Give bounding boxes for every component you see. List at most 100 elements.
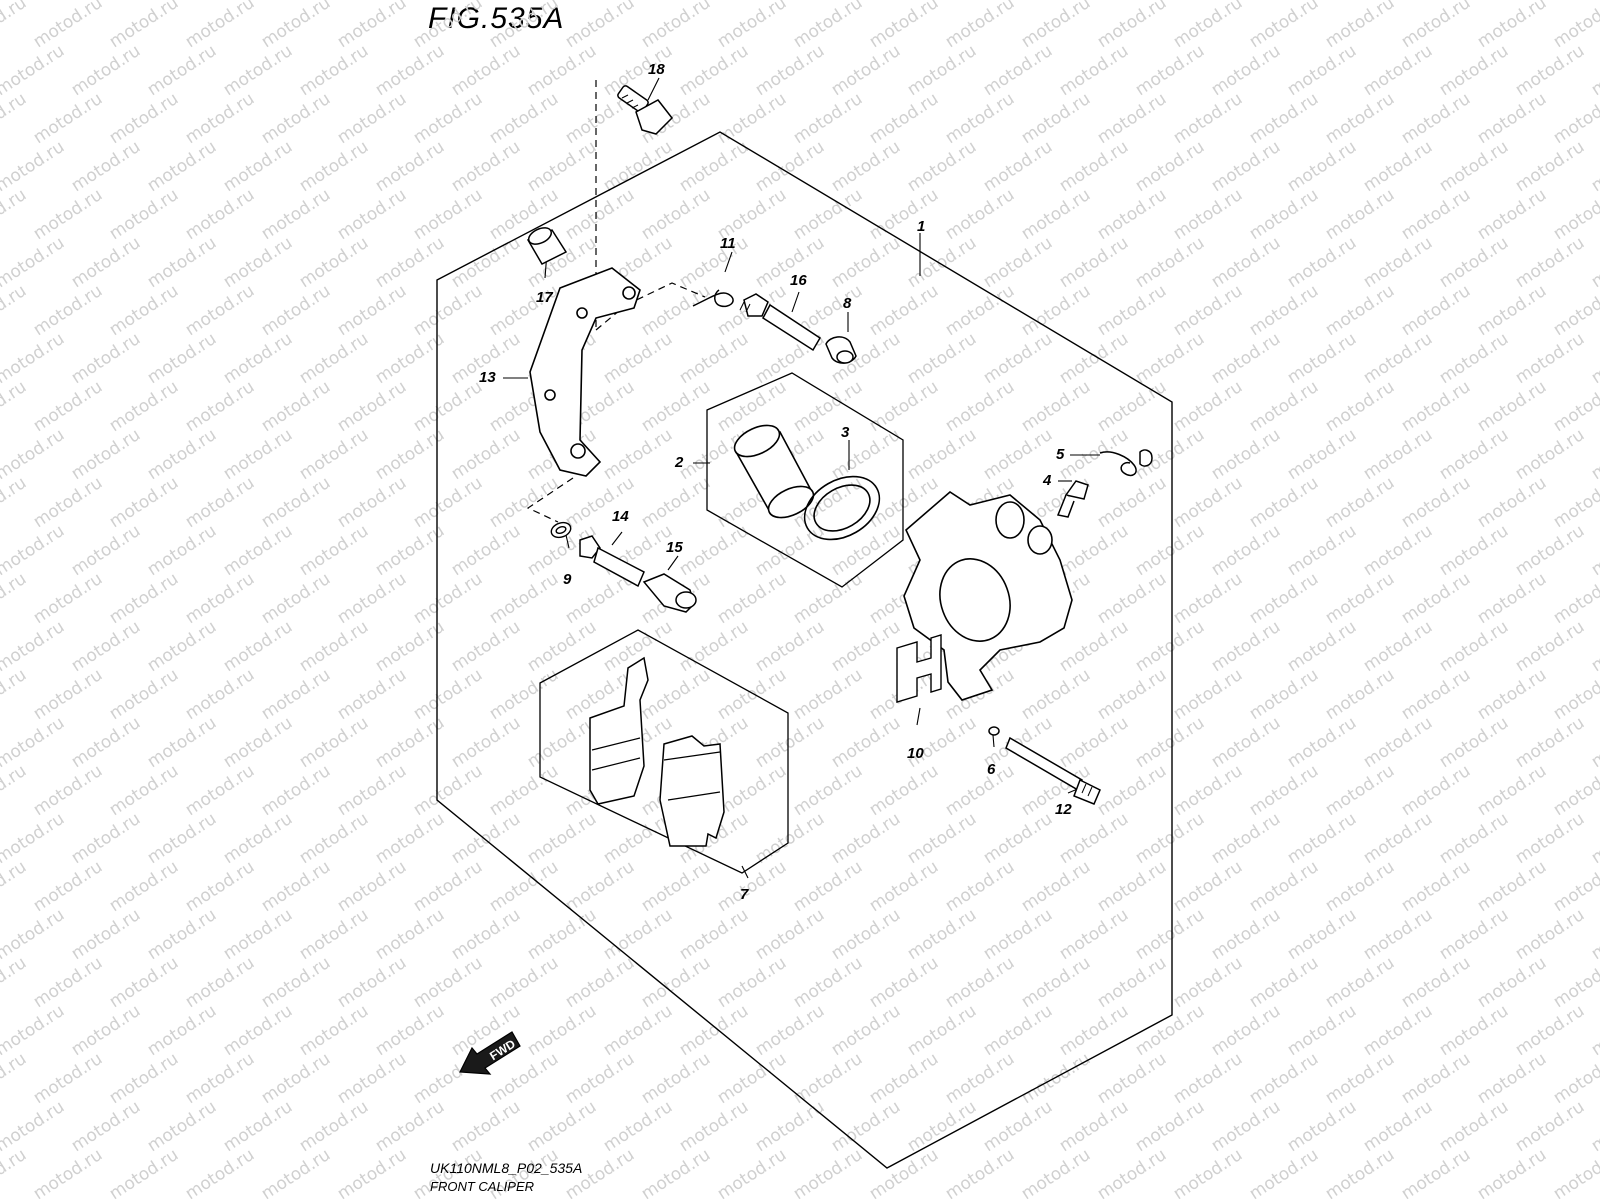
watermark-text: motod.ru: [1132, 713, 1208, 772]
watermark-text: motod.ru: [1018, 185, 1094, 244]
watermark-text: motod.ru: [980, 233, 1056, 292]
watermark-text: motod.ru: [1322, 89, 1398, 148]
watermark-text: motod.ru: [182, 761, 258, 820]
watermark-text: motod.ru: [1322, 0, 1398, 52]
watermark-text: motod.ru: [1170, 953, 1246, 1012]
figure-caption: FRONT CALIPER: [430, 1179, 535, 1194]
watermark-text: motod.ru: [410, 89, 486, 148]
watermark-text: motod.ru: [1056, 329, 1132, 388]
watermark-text: motod.ru: [1208, 1097, 1284, 1156]
watermark-text: motod.ru: [334, 1145, 410, 1200]
watermark-text: motod.ru: [1018, 89, 1094, 148]
watermark-text: motod.ru: [220, 617, 296, 676]
watermark-text: motod.ru: [410, 857, 486, 916]
watermark-text: motod.ru: [904, 1097, 980, 1156]
watermark-text: motod.ru: [1208, 1001, 1284, 1060]
caliper-bracket-drawing: [529, 267, 641, 477]
watermark-text: motod.ru: [1170, 665, 1246, 724]
callout-8: 8: [843, 295, 852, 312]
watermark-text: motod.ru: [334, 185, 410, 244]
watermark-text: motod.ru: [1436, 233, 1512, 292]
watermark-text: motod.ru: [144, 1097, 220, 1156]
callout-16: 16: [790, 272, 807, 289]
watermark-text: motod.ru: [1360, 809, 1436, 868]
watermark-text: motod.ru: [1170, 185, 1246, 244]
watermark-text: motod.ru: [182, 665, 258, 724]
slide-pin-drawing: [739, 293, 822, 352]
watermark-text: motod.ru: [1322, 953, 1398, 1012]
watermark-text: motod.ru: [486, 569, 562, 628]
watermark-text: motod.ru: [296, 521, 372, 580]
watermark-text: motod.ru: [220, 809, 296, 868]
watermark-text: motod.ru: [1398, 665, 1474, 724]
watermark-text: motod.ru: [1094, 185, 1170, 244]
watermark-text: motod.ru: [486, 0, 562, 52]
watermark-text: motod.ru: [220, 713, 296, 772]
watermark-text: motod.ru: [752, 1097, 828, 1156]
watermark-text: motod.ru: [1398, 953, 1474, 1012]
watermark-text: motod.ru: [1360, 425, 1436, 484]
watermark-text: motod.ru: [106, 761, 182, 820]
watermark-text: motod.ru: [30, 1145, 106, 1200]
watermark-text: motod.ru: [1208, 617, 1284, 676]
callout-13: 13: [479, 369, 496, 386]
watermark-text: motod.ru: [904, 905, 980, 964]
watermark-text: motod.ru: [1208, 809, 1284, 868]
watermark-text: motod.ru: [334, 377, 410, 436]
watermark-text: motod.ru: [182, 1049, 258, 1108]
watermark-text: motod.ru: [258, 569, 334, 628]
watermark-text: motod.ru: [182, 953, 258, 1012]
watermark-text: motod.ru: [980, 137, 1056, 196]
watermark-text: motod.ru: [1284, 137, 1360, 196]
watermark-text: motod.ru: [334, 761, 410, 820]
watermark-text: motod.ru: [144, 713, 220, 772]
watermark-text: motod.ru: [600, 905, 676, 964]
callout-12: 12: [1055, 801, 1072, 818]
watermark-text: motod.ru: [600, 137, 676, 196]
watermark-text: motod.ru: [676, 617, 752, 676]
watermark-text: motod.ru: [1436, 809, 1512, 868]
watermark-text: motod.ru: [1170, 569, 1246, 628]
watermark-text: motod.ru: [1436, 329, 1512, 388]
watermark-text: motod.ru: [1284, 329, 1360, 388]
watermark-text: motod.ru: [1512, 809, 1588, 868]
watermark-text: motod.ru: [1360, 41, 1436, 100]
watermark-text: motod.ru: [714, 953, 790, 1012]
watermark-text: motod.ru: [30, 569, 106, 628]
watermark-text: motod.ru: [1208, 233, 1284, 292]
watermark-text: motod.ru: [68, 617, 144, 676]
watermark-text: motod.ru: [410, 569, 486, 628]
watermark-text: motod.ru: [448, 425, 524, 484]
collar-drawing: [526, 227, 568, 265]
watermark-text: motod.ru: [1246, 857, 1322, 916]
watermark-text: motod.ru: [182, 185, 258, 244]
watermark-text: motod.ru: [1398, 377, 1474, 436]
watermark-text: motod.ru: [258, 377, 334, 436]
watermark-text: motod.ru: [372, 905, 448, 964]
watermark-text: motod.ru: [1018, 1049, 1094, 1108]
watermark-text: motod.ru: [296, 329, 372, 388]
watermark-text: motod.ru: [258, 665, 334, 724]
callout-6: 6: [987, 761, 996, 778]
watermark-text: motod.ru: [676, 1097, 752, 1156]
watermark-text: motod.ru: [1056, 1001, 1132, 1060]
watermark-text: motod.ru: [600, 1097, 676, 1156]
watermark-text: motod.ru: [68, 521, 144, 580]
watermark-text: motod.ru: [904, 329, 980, 388]
watermark-text: motod.ru: [410, 953, 486, 1012]
watermark-text: motod.ru: [1322, 569, 1398, 628]
watermark-text: motod.ru: [1094, 0, 1170, 52]
watermark-text: motod.ru: [1246, 665, 1322, 724]
watermark-text: motod.ru: [30, 377, 106, 436]
watermark-text: motod.ru: [296, 425, 372, 484]
watermark-text: motod.ru: [1474, 857, 1550, 916]
watermark-text: motod.ru: [0, 857, 30, 916]
watermark-text: motod.ru: [106, 89, 182, 148]
watermark-text: motod.ru: [1512, 713, 1588, 772]
watermark-text: motod.ru: [1284, 1001, 1360, 1060]
watermark-text: motod.ru: [1360, 521, 1436, 580]
watermark-text: motod.ru: [372, 41, 448, 100]
watermark-text: motod.ru: [1474, 377, 1550, 436]
pad-subassembly-outline: [539, 629, 789, 874]
watermark-text: motod.ru: [1132, 41, 1208, 100]
